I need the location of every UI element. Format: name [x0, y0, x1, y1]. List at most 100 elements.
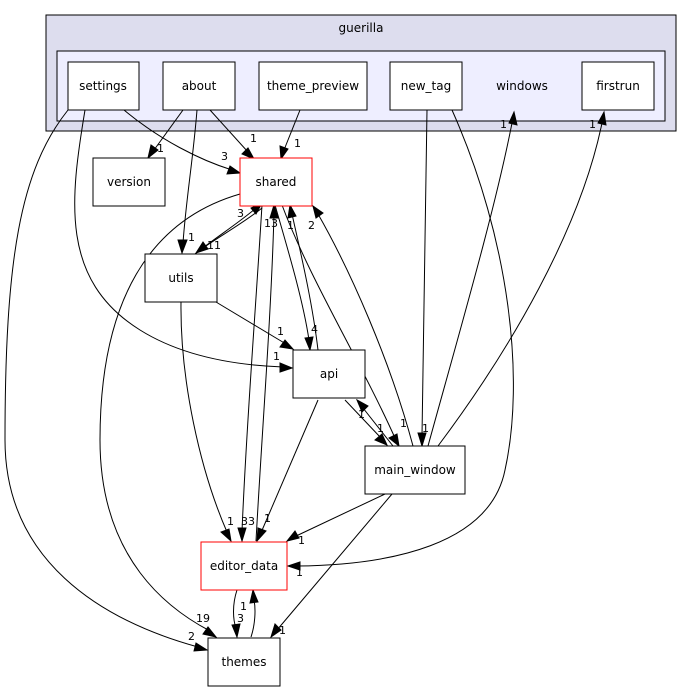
arrowhead	[388, 433, 400, 448]
node-firstrun-label: firstrun	[596, 79, 640, 93]
arrowhead	[231, 623, 241, 639]
arrowhead	[147, 144, 159, 160]
node-new-tag[interactable]: new_tag	[389, 61, 463, 111]
edge-label: 1	[422, 422, 429, 435]
arrowhead	[355, 398, 369, 413]
arrowhead	[279, 362, 294, 373]
arrowhead	[286, 561, 301, 571]
edge-label: 1	[240, 600, 247, 613]
node-shared-label: shared	[256, 175, 297, 189]
edge-label: 1	[358, 408, 365, 421]
edge-label: 3	[237, 612, 244, 625]
edge-main-shared	[317, 213, 414, 447]
node-new-tag-label: new_tag	[401, 79, 451, 93]
edge-label: 2	[188, 630, 195, 643]
node-theme-preview[interactable]: theme_preview	[258, 61, 368, 111]
node-editor-data[interactable]: editor_data	[200, 541, 288, 591]
edge-api-editor	[259, 399, 319, 536]
edge-main-api	[362, 407, 394, 447]
node-main-window[interactable]: main_window	[364, 445, 466, 495]
arrowhead	[177, 239, 188, 255]
arrowhead	[256, 527, 267, 543]
edge-label: 1	[296, 566, 303, 579]
arrowhead	[285, 530, 300, 542]
edge-utils-api	[215, 301, 287, 345]
edge-label: 1	[227, 515, 234, 528]
node-utils[interactable]: utils	[144, 253, 218, 303]
nodes: settings about theme_preview new_tag fir…	[67, 61, 655, 687]
arrowhead	[193, 642, 209, 652]
node-version-label: version	[107, 175, 151, 189]
edge-settings-api	[74, 109, 284, 368]
edge-label: 1	[500, 118, 507, 131]
node-themes[interactable]: themes	[207, 637, 281, 687]
arrowhead	[237, 527, 247, 543]
node-main-window-label: main_window	[374, 463, 456, 477]
node-version[interactable]: version	[92, 157, 166, 207]
edge-label: 19	[196, 612, 210, 625]
edges	[4, 109, 607, 652]
node-settings[interactable]: settings	[67, 61, 140, 111]
arrowhead	[226, 165, 242, 175]
edge-theme-preview-shared	[283, 109, 301, 151]
node-editor-data-label: editor_data	[210, 559, 278, 573]
arrowhead	[249, 588, 259, 604]
arrowhead	[241, 147, 256, 161]
edge-new-tag-editor	[296, 109, 514, 567]
node-about[interactable]: about	[162, 61, 236, 111]
edge-about-version	[153, 109, 184, 151]
node-themes-label: themes	[221, 655, 266, 669]
edge-themes-editor	[250, 599, 256, 638]
node-api-label: api	[320, 367, 338, 381]
edge-label: 1	[294, 137, 301, 150]
edge-label: 1	[273, 350, 280, 363]
arrowhead	[269, 203, 279, 219]
edge-label: 1	[250, 132, 257, 145]
edge-main-windows	[427, 122, 513, 447]
arrowhead	[270, 623, 282, 639]
edge-shared-api	[274, 204, 310, 341]
edge-utils-editor	[180, 301, 228, 533]
edge-main-editor	[293, 493, 386, 538]
edge-shared-editor	[241, 204, 263, 533]
edge-label: 2	[308, 219, 315, 232]
edge-about-utils	[182, 109, 198, 244]
edge-label: 11	[207, 239, 221, 252]
edge-label: 3	[237, 207, 244, 220]
edge-settings-shared	[123, 109, 233, 171]
edge-settings-themes	[4, 109, 199, 648]
edge-label: 1	[377, 422, 384, 435]
edge-label: 4	[311, 323, 318, 336]
arrowhead	[417, 432, 427, 448]
edge-labels: 1 3 1 1 3 11 1 13 1 2 4 1 1 1 1 1 1 1 1 …	[157, 118, 596, 643]
node-api[interactable]: api	[292, 349, 366, 399]
edge-label: 1	[400, 417, 407, 430]
arrowhead	[279, 145, 289, 161]
edge-new-tag-main	[421, 109, 428, 437]
arrowhead	[194, 241, 209, 254]
edge-label: 1	[277, 325, 284, 338]
edge-shared-utils	[202, 207, 263, 249]
edge-api-shared	[291, 213, 319, 351]
node-shared[interactable]: shared	[239, 157, 313, 207]
cluster-guerilla-label: guerilla	[339, 21, 384, 35]
node-about-label: about	[182, 79, 217, 93]
edge-label: 1	[157, 142, 164, 155]
edge-editor-shared	[255, 213, 275, 542]
edge-main-themes	[276, 493, 393, 631]
edge-label: 1	[589, 118, 596, 131]
arrowhead	[279, 339, 295, 350]
node-firstrun[interactable]: firstrun	[581, 61, 655, 111]
arrowhead	[312, 204, 324, 219]
cluster-windows-label[interactable]: windows	[496, 79, 548, 93]
edge-label: 1	[279, 624, 286, 637]
edge-label: 1	[188, 231, 195, 244]
edge-label: 33	[241, 515, 255, 528]
arrowhead	[374, 433, 388, 446]
node-theme-preview-label: theme_preview	[267, 79, 359, 93]
edge-shared-main	[281, 204, 396, 439]
arrowhead	[202, 626, 218, 638]
node-settings-label: settings	[79, 79, 127, 93]
edge-label: 3	[221, 150, 228, 163]
